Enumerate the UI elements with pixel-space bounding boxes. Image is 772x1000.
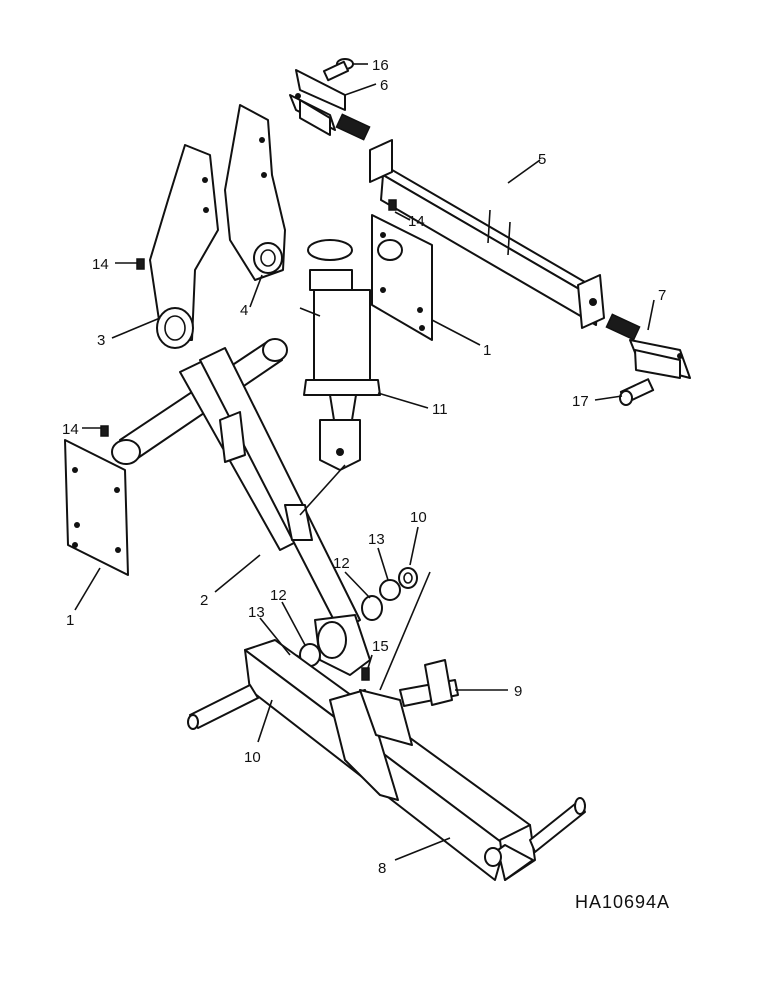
callout-17: 17 <box>572 393 589 410</box>
callout-1-b: 1 <box>66 612 74 629</box>
callout-14-c: 14 <box>62 421 79 438</box>
callout-6: 6 <box>380 77 388 94</box>
part-11-hydraulic-cylinder <box>303 239 381 471</box>
part-15-grease-fitting <box>361 667 370 681</box>
callout-14-a: 14 <box>92 256 109 273</box>
part-1-mounting-plate-upper <box>371 214 433 341</box>
callout-11: 11 <box>432 401 448 418</box>
callout-12-a: 12 <box>333 555 350 572</box>
part-8-axle-beam <box>187 639 586 881</box>
callout-12-b: 12 <box>270 587 287 604</box>
part-14-grease-fittings <box>100 199 397 437</box>
part-1-mounting-plate-lower <box>64 439 129 576</box>
part-6-clevis <box>289 69 371 141</box>
callout-7: 7 <box>658 287 666 304</box>
callout-14-b: 14 <box>408 213 425 230</box>
callout-3: 3 <box>97 332 105 349</box>
callout-4: 4 <box>240 302 248 319</box>
callout-10-a: 10 <box>410 509 427 526</box>
part-9-pin-bolt <box>399 659 459 707</box>
callout-13-b: 13 <box>248 604 265 621</box>
callout-16: 16 <box>372 57 389 74</box>
callout-2: 2 <box>200 592 208 609</box>
part-16-pin <box>322 58 354 82</box>
callout-1-a: 1 <box>483 342 491 359</box>
part-3-arm <box>149 144 219 349</box>
callout-15: 15 <box>372 638 389 655</box>
callout-labels: 16 6 5 14 14 3 4 1 7 17 11 14 1 2 10 13 … <box>62 57 666 877</box>
callout-13-a: 13 <box>368 531 385 548</box>
leader-lines <box>74 63 655 861</box>
part-17-pin <box>619 378 655 406</box>
callout-5: 5 <box>538 151 546 168</box>
figure-id: HA10694A <box>575 892 670 912</box>
part-4-arm <box>224 104 286 281</box>
part-7-clevis <box>605 313 691 379</box>
bushings-washers-right <box>361 567 418 621</box>
callout-8: 8 <box>378 860 386 877</box>
part-2-lift-arm <box>111 338 371 676</box>
callout-10-b: 10 <box>244 749 261 766</box>
callout-9: 9 <box>514 683 522 700</box>
part-5-telescoping-tube <box>369 139 605 329</box>
